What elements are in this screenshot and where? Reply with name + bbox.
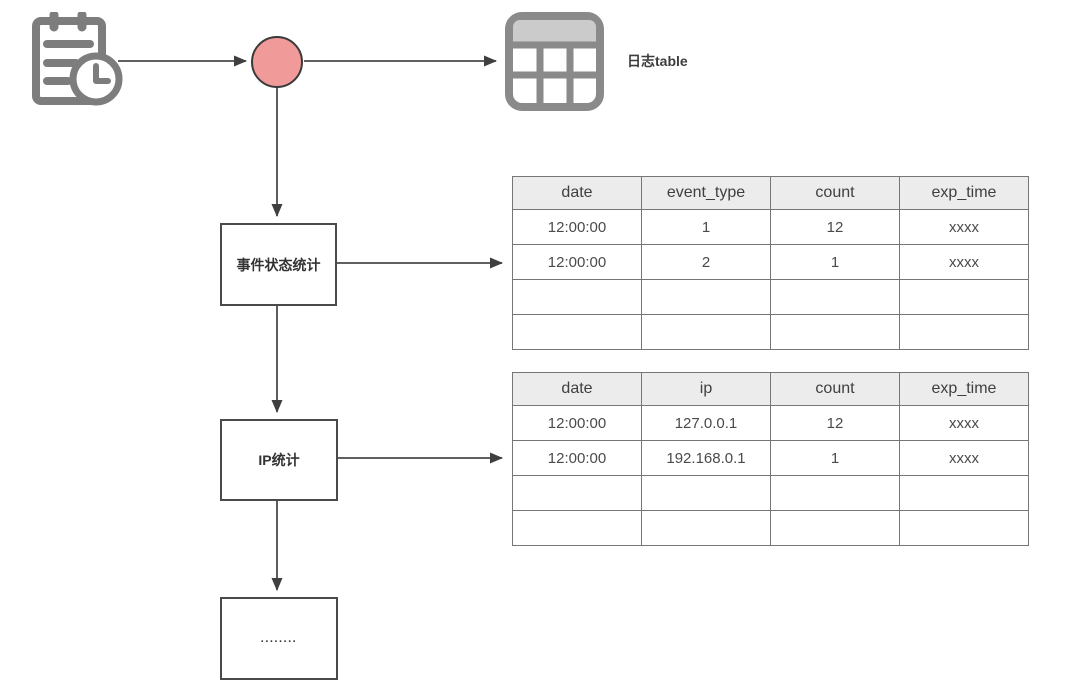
table-cell [641, 475, 771, 511]
ip-stats-box: IP统计 [220, 419, 338, 501]
table-cell [512, 279, 642, 315]
table-cell [899, 279, 1029, 315]
table-cell [770, 314, 900, 350]
table-cell: 12:00:00 [512, 440, 642, 476]
table-cell [770, 475, 900, 511]
column-header: count [770, 372, 900, 406]
table-cell [770, 510, 900, 546]
column-header: exp_time [899, 176, 1029, 210]
log-table-label: 日志table [627, 53, 688, 69]
table-cell: 1 [641, 209, 771, 245]
table-row [512, 279, 1029, 315]
column-header: exp_time [899, 372, 1029, 406]
event-status-box-label: 事件状态统计 [236, 256, 321, 273]
table-cell: 12:00:00 [512, 209, 642, 245]
queue-node-circle [251, 36, 303, 88]
table-cell: 12 [770, 209, 900, 245]
column-header: date [512, 372, 642, 406]
table-row [512, 314, 1029, 350]
event-status-box: 事件状态统计 [220, 223, 337, 306]
ip-stats-box-label: IP统计 [258, 452, 300, 468]
column-header: date [512, 176, 642, 210]
column-header: count [770, 176, 900, 210]
table-cell: 192.168.0.1 [641, 440, 771, 476]
table-cell: 12:00:00 [512, 405, 642, 441]
table-cell: 1 [770, 440, 900, 476]
scheduled-task-icon [30, 10, 130, 107]
column-header: ip [641, 372, 771, 406]
table-cell: 127.0.0.1 [641, 405, 771, 441]
table-cell [899, 475, 1029, 511]
table-cell [512, 475, 642, 511]
table-cell: xxxx [899, 440, 1029, 476]
table-row [512, 510, 1029, 546]
table-cell [512, 510, 642, 546]
table-cell: 12:00:00 [512, 244, 642, 280]
table-row [512, 475, 1029, 511]
more-box: ........ [220, 597, 338, 680]
table-cell: 2 [641, 244, 771, 280]
more-box-label: ........ [260, 632, 298, 645]
log-table-icon [504, 11, 605, 112]
table-cell [641, 510, 771, 546]
table-cell: xxxx [899, 244, 1029, 280]
table-cell [770, 279, 900, 315]
table-cell: xxxx [899, 405, 1029, 441]
table-cell: 12 [770, 405, 900, 441]
column-header: event_type [641, 176, 771, 210]
table-cell [899, 510, 1029, 546]
table-cell: xxxx [899, 209, 1029, 245]
table-cell [512, 314, 642, 350]
table-cell [641, 314, 771, 350]
table-cell [899, 314, 1029, 350]
table-cell [641, 279, 771, 315]
table-cell: 1 [770, 244, 900, 280]
